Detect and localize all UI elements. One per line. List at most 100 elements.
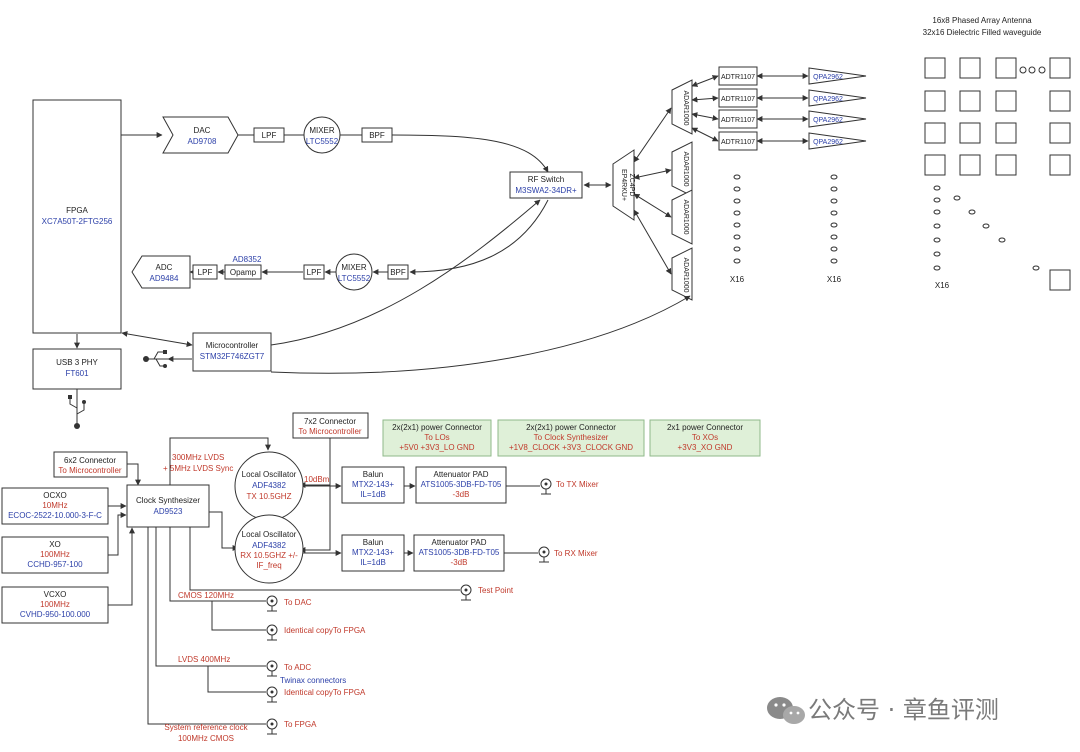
ocxo-freq: 10MHz — [42, 501, 67, 510]
tx-bpf-label: BPF — [369, 131, 385, 140]
rx-mixer-name: MIXER — [341, 263, 367, 272]
copy-fpga-label-1: Identical copyTo FPGA — [284, 626, 366, 635]
to-dac-label: To DAC — [284, 598, 312, 607]
rx-lpf2-label: LPF — [307, 268, 322, 277]
adtr-qpa-rows — [691, 66, 867, 151]
sysref-label-2: 100MHz CMOS — [178, 734, 234, 743]
opamp-part: AD8352 — [233, 255, 262, 264]
test-point-label: Test Point — [478, 586, 514, 595]
conn-6x2-sub: To Microcontroller — [58, 466, 121, 475]
usb-phy-name: USB 3 PHY — [56, 358, 98, 367]
vcxo-freq: 100MHz — [40, 600, 70, 609]
antenna-title-1: 16x8 Phased Array Antenna — [932, 16, 1032, 25]
pwr2-name: 2x(2x1) power Connector — [526, 423, 616, 432]
balun-tx-name: Balun — [363, 470, 383, 479]
pwr1-sub: To LOs — [424, 433, 449, 442]
copy-fpga-label-2: Identical copyTo FPGA — [284, 688, 366, 697]
to-adc-label: To ADC — [284, 663, 311, 672]
rx-bpf-block — [387, 264, 409, 280]
rx-mixer-block — [335, 253, 373, 291]
att-rx-name: Attenuator PAD — [432, 538, 487, 547]
adar-label-3: ADAR1000 — [682, 199, 689, 234]
dac-block — [162, 116, 239, 154]
splitter-label-2: ZC4PD — [628, 174, 635, 197]
conn-7x2-sub: To Microcontroller — [298, 427, 361, 436]
to-rx-mixer: To RX Mixer — [554, 549, 598, 558]
vcxo-block — [1, 586, 109, 624]
qpa-label-1: QPA2962 — [813, 74, 843, 81]
clk-part: AD9523 — [154, 507, 183, 516]
lo-rx-sub2: IF_freq — [256, 561, 281, 570]
dac-part: AD9708 — [188, 137, 217, 146]
tx-mixer-name: MIXER — [309, 126, 335, 135]
ellipsis-dots — [733, 174, 838, 264]
dac-clock-connector-icon — [266, 595, 278, 612]
lo-rx-block — [234, 514, 304, 584]
conn-6x2-name: 6x2 Connector — [64, 456, 116, 465]
balun-tx-il: IL=1dB — [360, 490, 386, 499]
lo-tx-name: Local Oscillator — [242, 470, 297, 479]
att-rx-val: -3dB — [451, 558, 468, 567]
rf-switch-block — [509, 171, 583, 199]
lvds-label-2: + 5MHz LVDS Sync — [163, 464, 233, 473]
power-conn-lo — [382, 419, 492, 457]
att-rx-block — [413, 534, 505, 572]
qpa-label-3: QPA2962 — [813, 117, 843, 124]
rx-lpf1-block — [192, 264, 218, 280]
pwr3-name: 2x1 power Connector — [667, 423, 743, 432]
xo-name: XO — [49, 540, 61, 549]
xo-freq: 100MHz — [40, 550, 70, 559]
adc-clock-connector-icon — [266, 660, 278, 677]
vcxo-part: CVHD-950-100.000 — [20, 610, 91, 619]
att-tx-name: Attenuator PAD — [434, 470, 489, 479]
adc-name: ADC — [156, 263, 173, 272]
wechat-logo-icon — [767, 697, 805, 724]
adar-label-1: ADAR1000 — [682, 90, 689, 125]
conn-7x2-block — [292, 412, 369, 439]
rx-lpf2-block — [303, 264, 325, 280]
qpa-label-4: QPA2962 — [813, 139, 843, 146]
pwr3-rails: +3V3_XO GND — [678, 443, 733, 452]
att-tx-block — [415, 466, 507, 504]
adc-part: AD9484 — [150, 274, 179, 283]
rf-switch-name: RF Switch — [528, 175, 564, 184]
splitter-label: EP4RKU+ — [620, 169, 627, 201]
adar-label-2: ADAR1000 — [682, 151, 689, 186]
fpga-sysref-connector-icon — [266, 718, 278, 735]
adar-beamformers — [671, 79, 693, 301]
watermark-text: 公众号 · 章鱼评测 — [808, 696, 999, 724]
test-point-icon — [460, 584, 472, 601]
usb-icon-vertical — [68, 389, 86, 429]
lo-rx-part: ADF4382 — [252, 541, 286, 550]
clk-name: Clock Synthesizer — [136, 496, 200, 505]
xo-block — [1, 536, 109, 574]
lvds400-label: LVDS 400MHz — [178, 655, 230, 664]
cmos-label: CMOS 120MHz — [178, 591, 234, 600]
sysref-label-1: System reference clock — [164, 723, 248, 732]
clock-synth-block — [126, 484, 210, 528]
lo-tx-part: ADF4382 — [252, 481, 286, 490]
balun-rx-part: MTX2-143+ — [352, 548, 394, 557]
xo-part: CCHD-957-100 — [27, 560, 83, 569]
adc-block — [131, 255, 191, 289]
tx-mixer-block — [303, 116, 341, 154]
adtr-count: X16 — [730, 275, 745, 284]
pwr1-name: 2x(2x1) power Connector — [392, 423, 482, 432]
ocxo-block — [1, 487, 109, 525]
fpga-name: FPGA — [66, 206, 88, 215]
rx-bpf-label: BPF — [390, 268, 406, 277]
tx-lpf-label: LPF — [262, 131, 277, 140]
lo-rx-sub: RX 10.5GHZ +/- — [240, 551, 298, 560]
dac-name: DAC — [194, 126, 211, 135]
tx-mixer-part: LTC5552 — [306, 137, 339, 146]
ocxo-name: OCXO — [43, 491, 67, 500]
tx-coax-connector-icon — [540, 478, 552, 495]
adar-label-4: ADAR1000 — [682, 257, 689, 292]
lvds-label-1: 300MHz LVDS — [172, 453, 224, 462]
antenna-element-grid — [924, 57, 1071, 291]
rx-mixer-part: LTC5552 — [338, 274, 371, 283]
pwr2-rails: +1V8_CLOCK +3V3_CLOCK GND — [509, 443, 633, 452]
balun-tx-part: MTX2-143+ — [352, 480, 394, 489]
vcxo-name: VCXO — [44, 590, 67, 599]
fpga-copy-connector-icon-2 — [266, 686, 278, 703]
